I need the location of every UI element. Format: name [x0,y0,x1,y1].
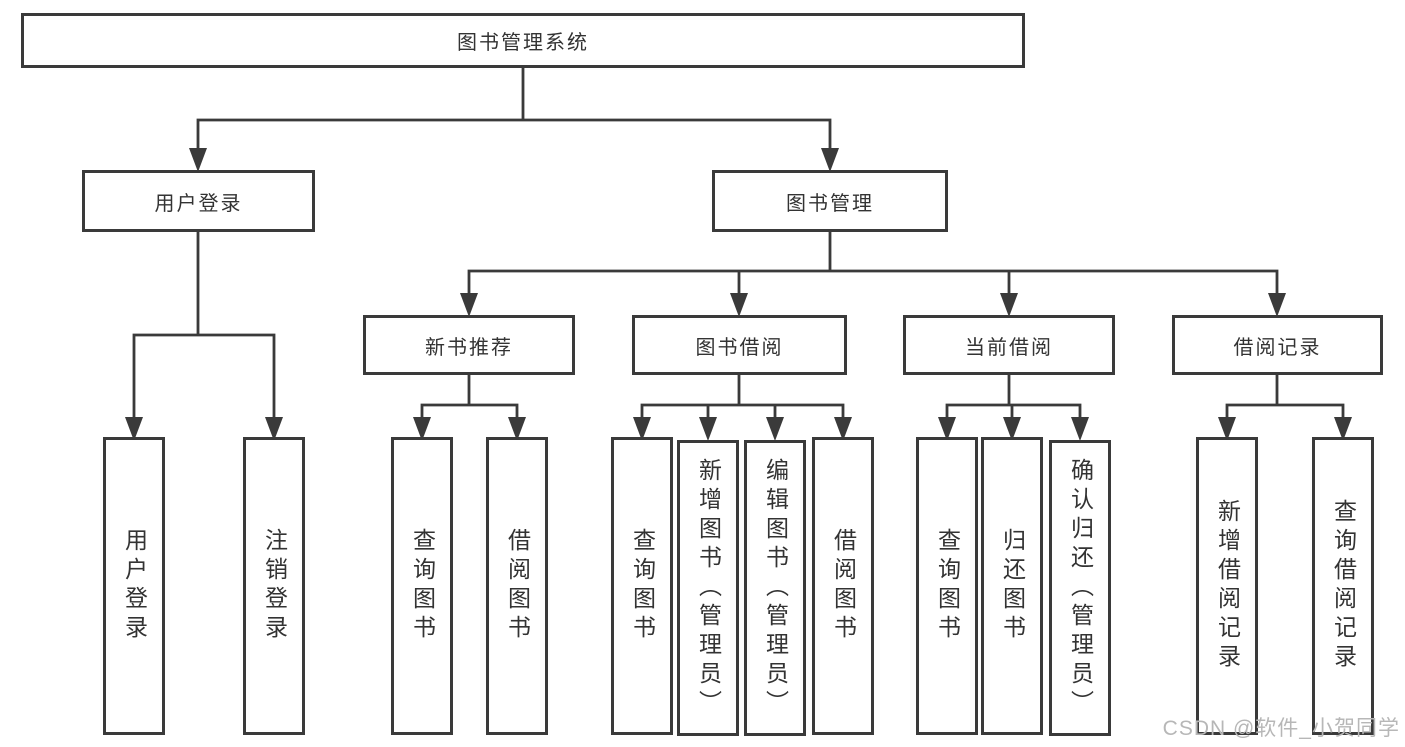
arrow-icon [699,417,717,441]
csdn-watermark: CSDN @软件_小贺同学 [1162,717,1400,740]
arrow-icon [413,417,431,441]
connector-borrowing-records [1225,373,1345,421]
connector-book-borrowing [640,373,845,421]
node-user-login: 用户登录 [82,170,315,232]
arrow-icon [508,417,526,441]
arrow-icon [265,417,283,441]
node-book-management: 图书管理 [712,170,948,232]
leaf-user-login: 用户登录 [103,437,165,735]
arrow-icon [938,417,956,441]
connector-root [196,66,832,152]
arrow-icon [1334,417,1352,441]
connector-book-management [467,230,1279,297]
leaf-current-query-books: 查询图书 [916,437,978,735]
arrow-icon [125,417,143,441]
arrow-icon [730,293,748,317]
arrow-icon [834,417,852,441]
arrow-icon [1003,417,1021,441]
connector-new-book-recommend [420,373,519,421]
connector-current-borrowing [945,373,1082,421]
node-current-borrowing: 当前借阅 [903,315,1115,375]
arrow-icon [460,293,478,317]
arrow-icon [1268,293,1286,317]
arrow-icon [1071,417,1089,441]
arrow-icon [1218,417,1236,441]
leaf-records-add-record: 新增借阅记录 [1196,437,1258,735]
leaf-current-confirm-return-admin: 确认归还（管理员） [1049,440,1111,736]
arrow-icon [821,148,839,172]
leaf-borrowing-borrow-books: 借阅图书 [812,437,874,735]
arrow-icon [633,417,651,441]
leaf-recommend-query-books: 查询图书 [391,437,453,735]
arrow-icon [1000,293,1018,317]
arrow-icon [766,417,784,441]
leaf-current-return-books: 归还图书 [981,437,1043,735]
leaf-borrowing-query-books: 查询图书 [611,437,673,735]
leaf-borrowing-add-books-admin: 新增图书（管理员） [677,440,739,736]
arrow-icon [189,148,207,172]
node-book-borrowing: 图书借阅 [632,315,847,375]
leaf-recommend-borrow-books: 借阅图书 [486,437,548,735]
node-new-book-recommend: 新书推荐 [363,315,575,375]
connector-user-login [132,230,276,421]
node-borrowing-records: 借阅记录 [1172,315,1383,375]
leaf-borrowing-edit-books-admin: 编辑图书（管理员） [744,440,806,736]
node-library-system: 图书管理系统 [21,13,1025,68]
leaf-records-query-record: 查询借阅记录 [1312,437,1374,735]
arrowheads [125,148,1352,441]
leaf-logout-login: 注销登录 [243,437,305,735]
